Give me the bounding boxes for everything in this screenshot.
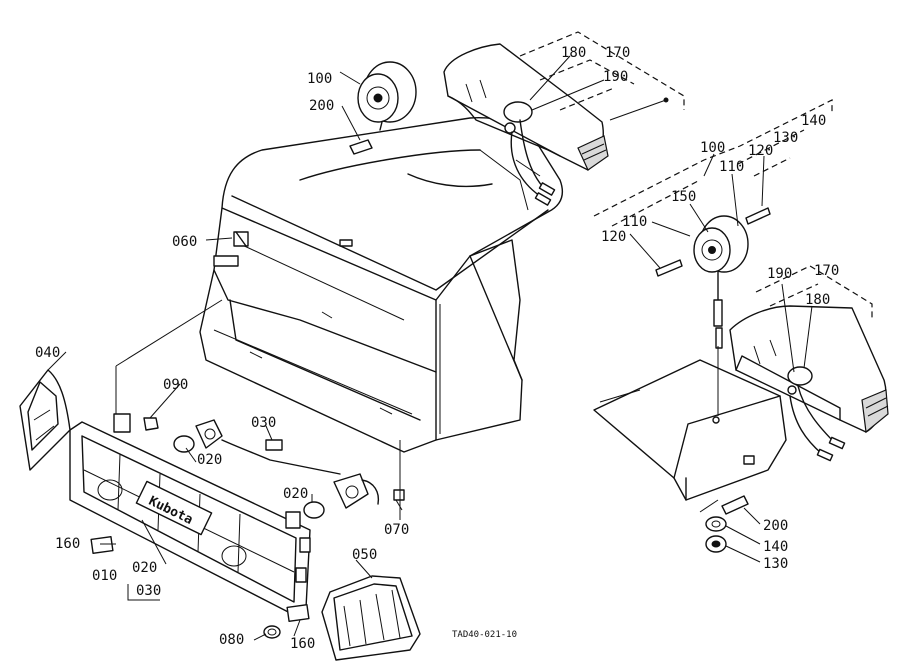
label-120-top: 120 [748, 143, 773, 159]
label-160-right: 160 [290, 636, 315, 652]
washer-140 [705, 516, 727, 532]
bulb-socket-right [303, 473, 380, 519]
label-110-left: 110 [622, 214, 647, 230]
nut-080 [263, 625, 281, 639]
fender-body-right [593, 346, 787, 501]
label-130-bottom: 130 [763, 556, 788, 572]
label-180-right: 180 [805, 292, 830, 308]
nut-130 [705, 535, 727, 553]
label-170-right: 170 [814, 263, 839, 279]
work-lamp-top-left [357, 61, 417, 131]
label-100-right: 100 [700, 140, 725, 156]
label-050: 050 [352, 547, 377, 563]
label-150: 150 [671, 189, 696, 205]
bulb-socket-left [173, 419, 341, 475]
bolt-120-right [745, 207, 771, 225]
side-marker-040 [19, 369, 71, 471]
label-090: 090 [163, 377, 188, 393]
label-180-top: 180 [561, 45, 586, 61]
work-lamp-right [693, 215, 749, 349]
label-110-top: 110 [719, 159, 744, 175]
drawing-code: TAD40-021-10 [452, 630, 517, 640]
label-030-top: 030 [251, 415, 276, 431]
leader-lines-left [47, 55, 605, 641]
fastener-070 [393, 489, 405, 511]
fender-cover-top [443, 43, 609, 206]
label-020-c: 020 [132, 560, 157, 576]
leader-lines-right [629, 153, 813, 563]
label-100-top: 100 [307, 71, 332, 87]
clip-090 [143, 417, 159, 431]
label-160-left: 160 [55, 536, 80, 552]
bolt-120-left [655, 259, 683, 277]
grommet-160-right [286, 603, 310, 623]
label-020-b: 020 [283, 486, 308, 502]
hood-assembly [199, 117, 564, 453]
dashed-group-top [519, 31, 685, 121]
label-080: 080 [219, 632, 244, 648]
bolt-200-right [721, 495, 749, 515]
label-030-bottom: 030 [136, 583, 161, 599]
label-200-top: 200 [309, 98, 334, 114]
label-200-right: 200 [763, 518, 788, 534]
label-140-top: 140 [801, 113, 826, 129]
label-020-a: 020 [197, 452, 222, 468]
bolt-200-top [349, 139, 373, 155]
label-170-top: 170 [605, 45, 630, 61]
fender-cover-right [729, 305, 889, 462]
label-120-left: 120 [601, 229, 626, 245]
label-130-top: 130 [773, 130, 798, 146]
label-060: 060 [172, 234, 197, 250]
label-190-top: 190 [603, 69, 628, 85]
corner-lamp-050 [321, 575, 421, 661]
label-070: 070 [384, 522, 409, 538]
label-140-bottom: 140 [763, 539, 788, 555]
grommet-060 [233, 231, 249, 247]
part-number-labels: 100 200 180 170 190 060 040 090 030 020 … [35, 45, 839, 652]
grommet-160-left [90, 535, 114, 555]
label-040: 040 [35, 345, 60, 361]
label-190-right: 190 [767, 266, 792, 282]
dashed-group-right-top [593, 99, 833, 227]
label-010: 010 [92, 568, 117, 584]
dashed-group-right-bottom [755, 265, 873, 320]
